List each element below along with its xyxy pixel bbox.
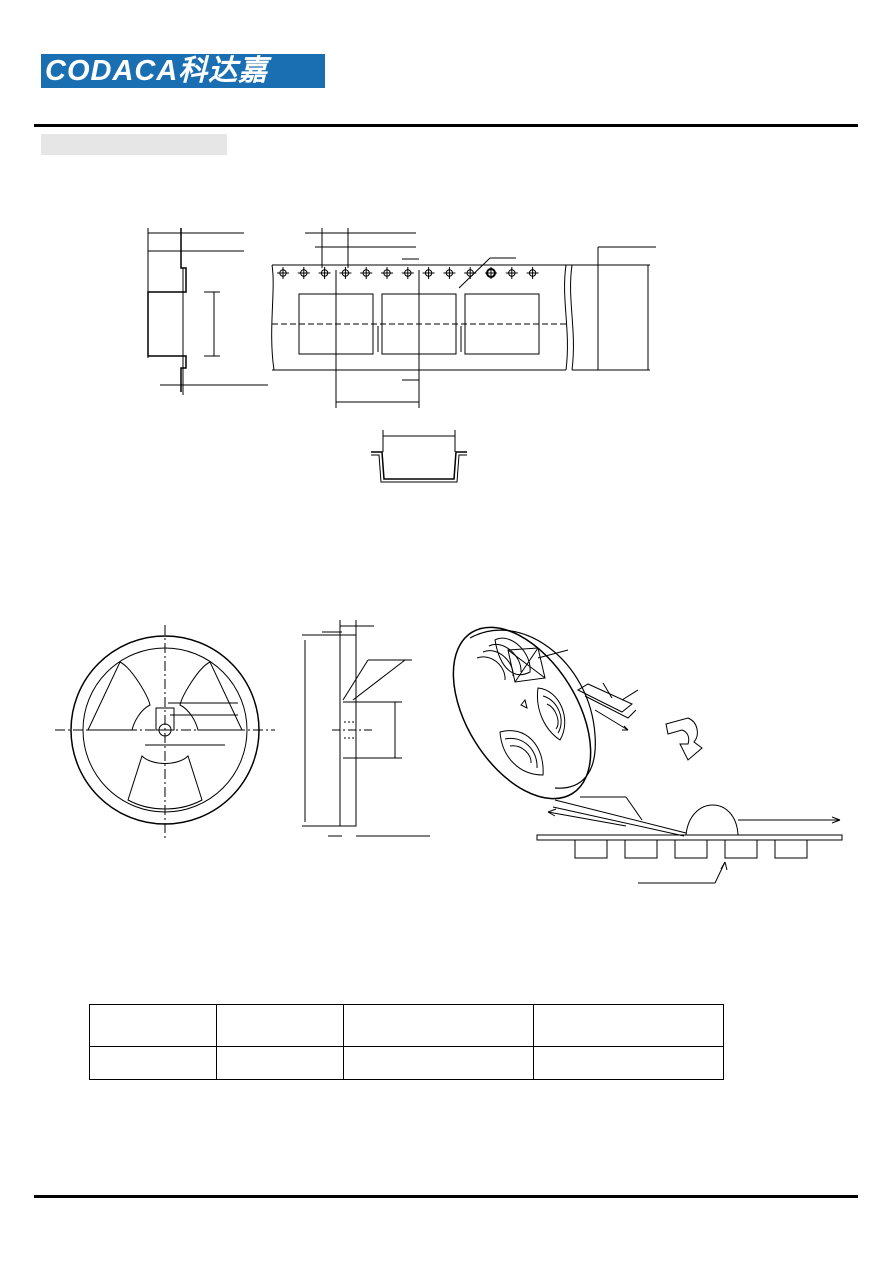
tape-side-section	[147, 228, 268, 395]
spec-table	[89, 1004, 724, 1080]
codaca-logo: CODACA科达嘉	[41, 54, 325, 88]
table-header-row	[89, 1004, 724, 1047]
section-heading-bar	[41, 134, 227, 155]
header-rule	[34, 124, 858, 127]
table-cell	[533, 1046, 724, 1080]
footer-rule	[34, 1195, 858, 1198]
table-cell	[216, 1004, 344, 1047]
logo-wordmark: CODACA科达嘉	[45, 55, 269, 87]
reel-perspective-view	[452, 626, 703, 800]
table-cell	[89, 1004, 217, 1047]
table-cell	[533, 1004, 724, 1047]
carrier-tape-top-view	[271, 228, 656, 408]
table-cell	[343, 1004, 534, 1047]
tape-peel-illustration	[536, 796, 843, 884]
pocket-cross-section	[371, 430, 467, 483]
table-cell	[216, 1046, 344, 1080]
table-cell	[343, 1046, 534, 1080]
reel-side-view	[302, 620, 430, 837]
table-cell	[89, 1046, 217, 1080]
reel-front-view	[55, 625, 275, 840]
table-row	[89, 1046, 724, 1080]
